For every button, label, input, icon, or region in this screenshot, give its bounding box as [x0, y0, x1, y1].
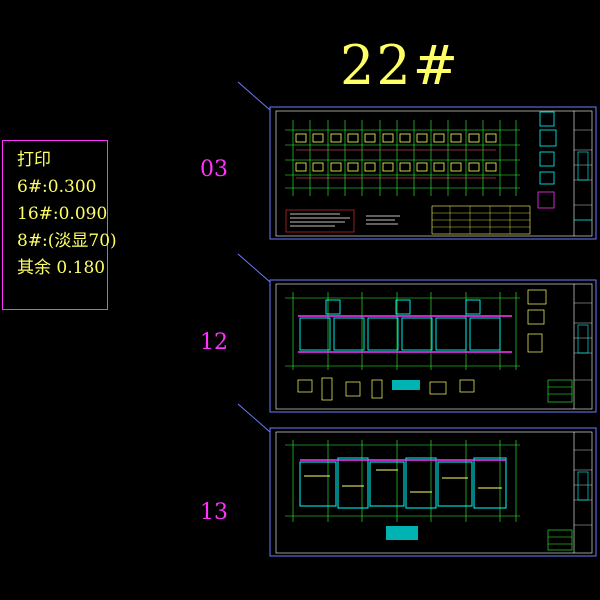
section-details — [297, 289, 547, 401]
print-line-other: 其余 0.180 — [17, 258, 106, 278]
plan-grid — [285, 120, 520, 196]
leader-line-12 — [237, 253, 271, 283]
notes-block — [386, 526, 418, 540]
side-details — [537, 111, 557, 209]
rebar-marks — [304, 469, 502, 493]
sheet-12[interactable] — [269, 279, 597, 413]
schedule-table — [547, 529, 573, 551]
structure-outline — [299, 457, 507, 509]
title-block — [573, 111, 592, 236]
print-line-16: 16#:0.090 — [17, 204, 108, 224]
notes-table — [285, 205, 531, 235]
print-heading: 打印 — [17, 150, 51, 170]
notes-block — [392, 380, 420, 390]
plan-grid — [285, 292, 520, 370]
footing-ties — [296, 149, 496, 179]
sheet-number-03: 03 — [200, 157, 228, 182]
print-line-8: 8#:(淡显70) — [17, 231, 117, 251]
print-settings-box: 打印 6#:0.300 16#:0.090 8#:(淡显70) 其余 0.180 — [2, 140, 117, 310]
sheet-number-13: 13 — [200, 500, 228, 525]
sheet-03[interactable] — [269, 106, 597, 240]
schedule-table — [547, 379, 573, 403]
building-number-title: 22# — [340, 34, 460, 97]
print-line-6: 6#:0.300 — [17, 177, 97, 197]
plan-grid — [285, 440, 520, 522]
leader-line-13 — [237, 403, 271, 433]
leader-line-03 — [237, 81, 271, 111]
title-block — [573, 432, 592, 553]
walls — [299, 299, 501, 351]
beams — [298, 315, 512, 353]
sheet-13[interactable] — [269, 427, 597, 557]
footings — [295, 133, 497, 172]
sheet-number-12: 12 — [200, 330, 228, 355]
title-block — [573, 284, 592, 409]
